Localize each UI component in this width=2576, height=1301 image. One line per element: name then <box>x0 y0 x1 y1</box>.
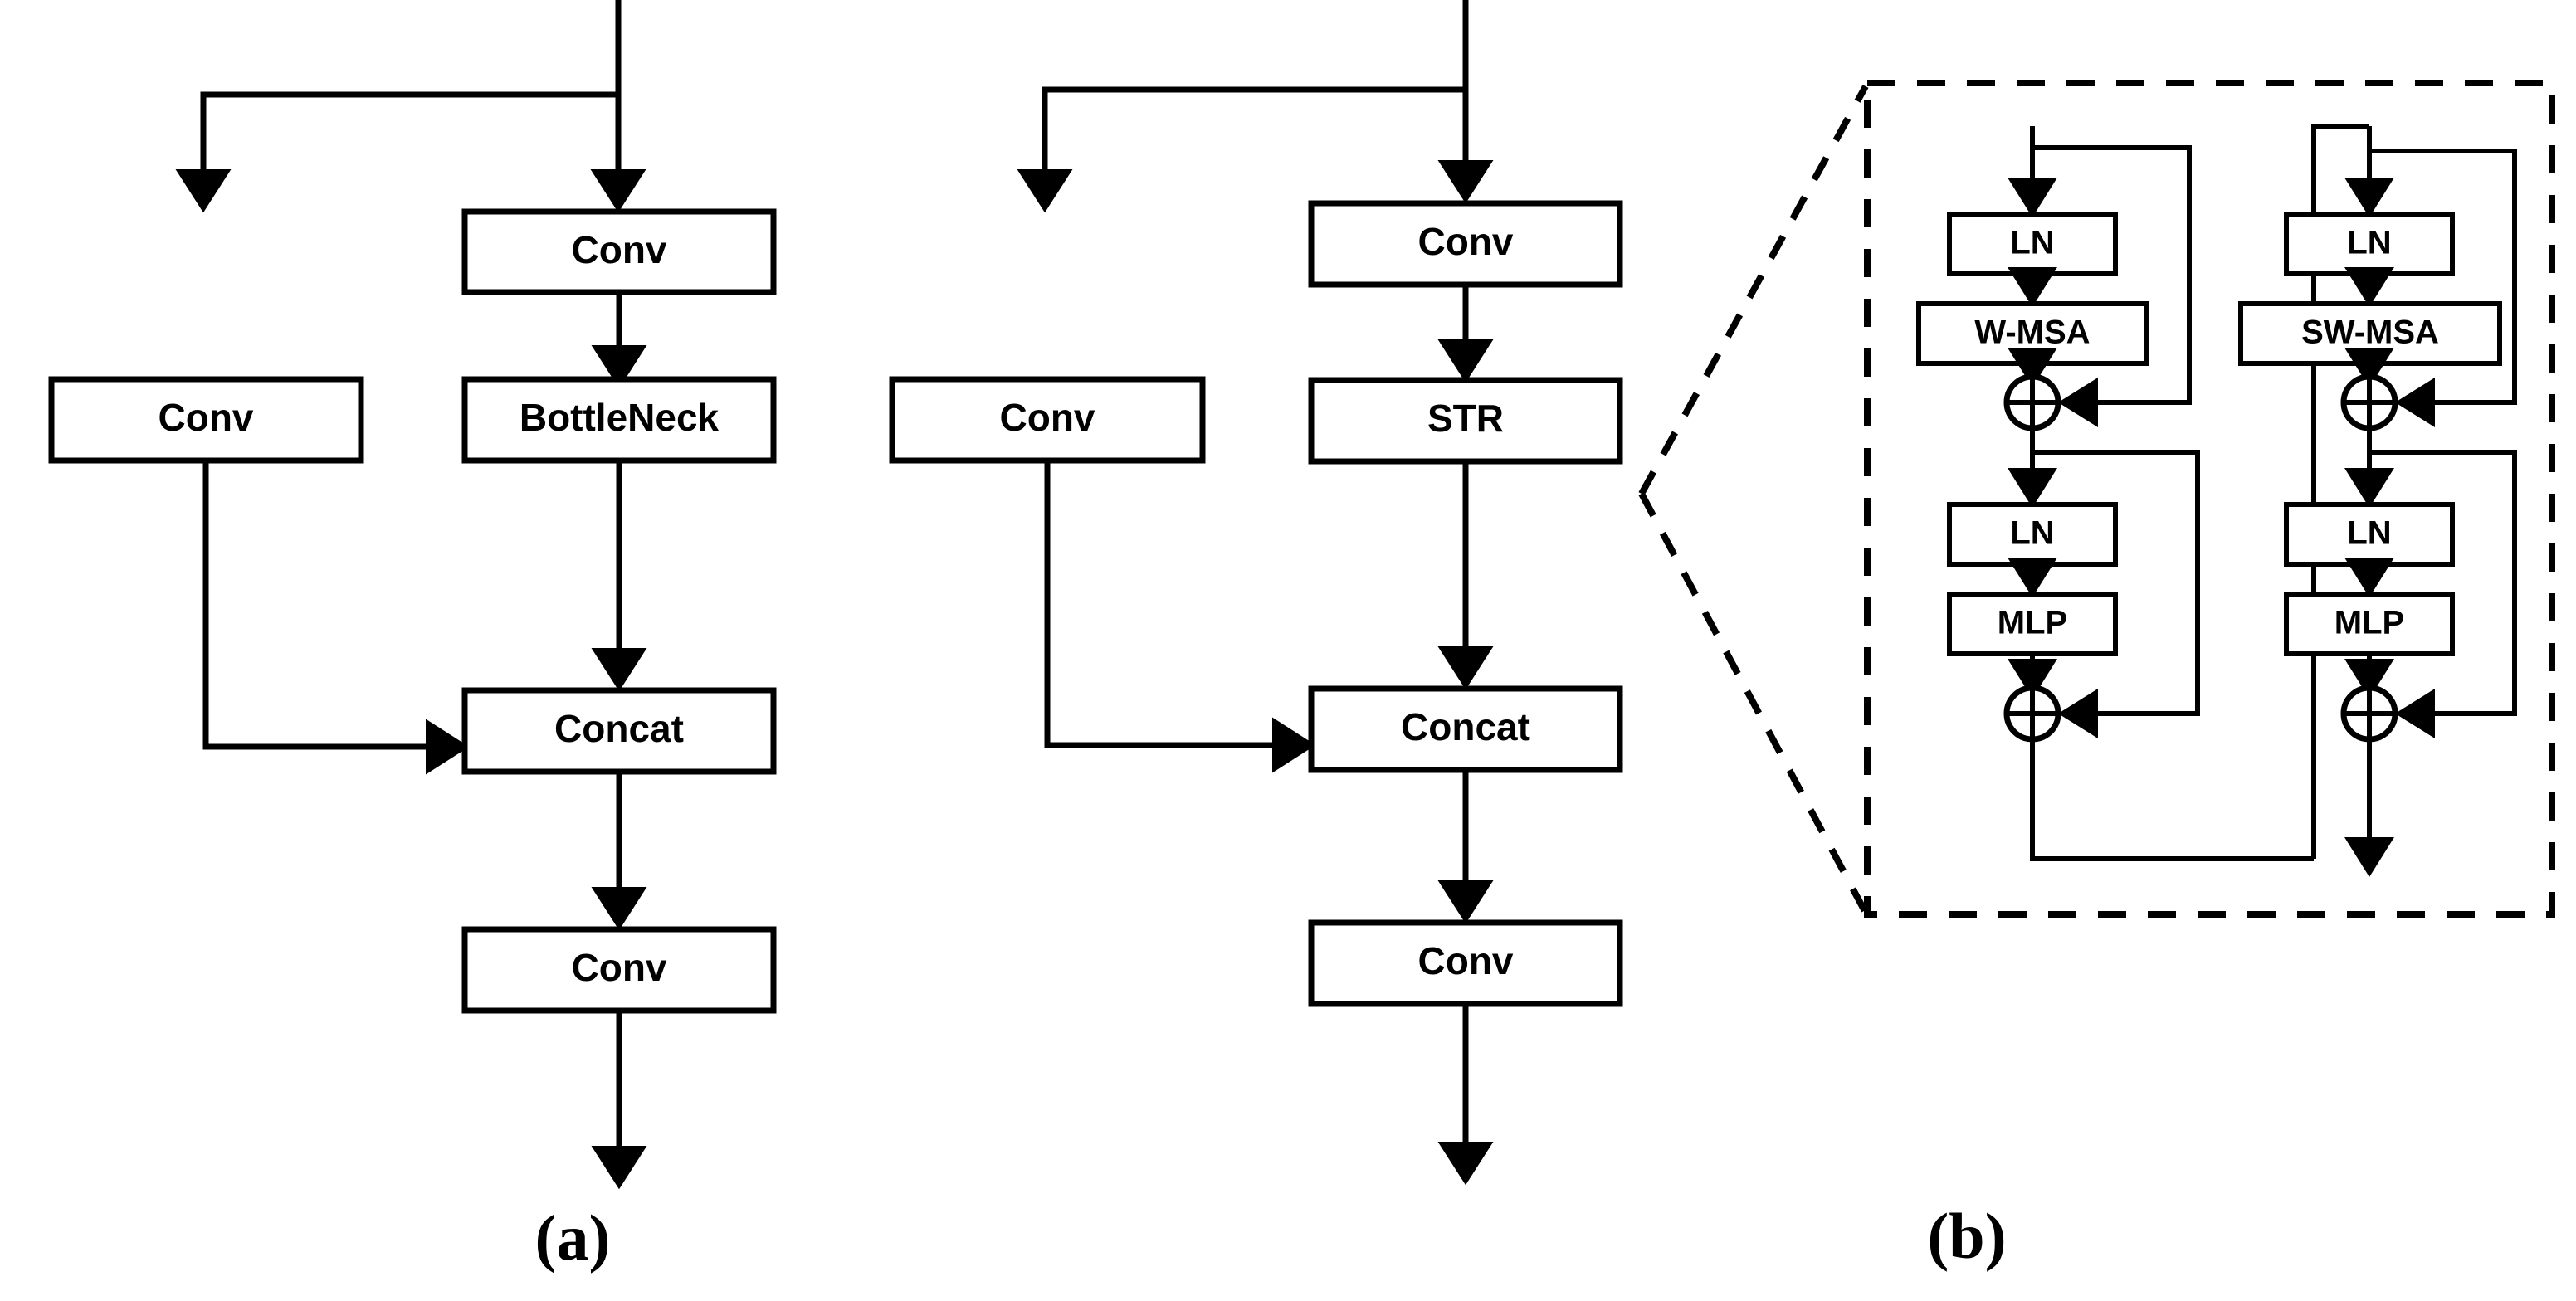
b-str-box[interactable] <box>1308 377 1623 465</box>
s2-attn-label: SW-MSA <box>2301 314 2439 351</box>
b-conv-left-label: Conv <box>1000 396 1095 439</box>
b-conv-left-box[interactable] <box>889 376 1206 464</box>
a-bottleneck-label: BottleNeck <box>520 396 720 439</box>
a-conv-left-box[interactable] <box>48 376 364 464</box>
s2-mlp-box[interactable] <box>2284 592 2455 656</box>
panel-a-caption: (a) <box>535 1201 611 1274</box>
s2-add-2 <box>2340 685 2398 743</box>
w-msa-stage: LN W-MSA LN <box>1916 126 2314 861</box>
a-conv-bottom-label: Conv <box>572 946 667 989</box>
b-split-rail <box>1017 86 1466 213</box>
a-conv-left-to-concat <box>202 460 470 775</box>
a-split-rail <box>175 91 618 213</box>
panel-a: Conv Conv BottleNeck Concat Conv ( <box>48 0 777 1274</box>
b-concat-box[interactable] <box>1308 685 1623 773</box>
a-conv-left-label: Conv <box>159 396 254 439</box>
zoom-leader-top <box>1638 85 1869 495</box>
s2-ln-2-box[interactable] <box>2284 502 2455 567</box>
a-conv-top-label: Conv <box>572 228 667 271</box>
s1-ln-1-label: LN <box>2010 225 2054 261</box>
panel-b: Conv Conv STR Concat Conv (b) <box>889 0 2007 1272</box>
s1-mlp-box[interactable] <box>1947 592 2118 656</box>
s1-add-2 <box>2003 685 2061 743</box>
zoom-leader-bottom <box>1638 492 1869 914</box>
s1-ln-2-box[interactable] <box>1947 502 2118 567</box>
sw-msa-stage: LN SW-MSA LN <box>2238 124 2517 877</box>
s1-stage-output <box>2030 739 2314 861</box>
s2-ln-1-label: LN <box>2347 225 2391 261</box>
b-str-label: STR <box>1427 397 1504 440</box>
a-conv-bottom-box[interactable] <box>461 926 777 1014</box>
b-concat-label: Concat <box>1401 705 1530 748</box>
zoom-leader-lines <box>1638 85 1869 914</box>
s2-ln-1-box[interactable] <box>2284 212 2455 276</box>
s1-add-1 <box>2003 373 2061 431</box>
s1-ln-2-label: LN <box>2010 515 2054 552</box>
s2-mlp-label: MLP <box>2334 605 2404 641</box>
s2-residual-1 <box>2369 149 2517 427</box>
s1-residual-2 <box>2032 450 2200 738</box>
panel-b-caption: (b) <box>1927 1200 2006 1272</box>
str-detail-dashed-border <box>1864 80 2555 918</box>
b-conv-left-to-concat <box>1044 460 1316 773</box>
s1-attn-label: W-MSA <box>1974 314 2090 351</box>
a-bottleneck-box[interactable] <box>461 376 777 464</box>
a-concat-label: Concat <box>554 707 684 750</box>
s1-residual-1 <box>2032 145 2192 427</box>
s2-ln-2-label: LN <box>2347 515 2391 552</box>
s2-add-1 <box>2340 373 2398 431</box>
a-concat-box[interactable] <box>461 687 777 775</box>
a-conv-top-box[interactable] <box>461 208 777 295</box>
b-conv-top-label: Conv <box>1418 220 1514 263</box>
str-detail-panel: LN W-MSA LN <box>1864 80 2555 918</box>
s1-mlp-label: MLP <box>1998 605 2067 641</box>
b-conv-bottom-label: Conv <box>1418 939 1514 982</box>
s2-residual-2 <box>2369 450 2517 738</box>
b-conv-bottom-box[interactable] <box>1308 919 1623 1007</box>
